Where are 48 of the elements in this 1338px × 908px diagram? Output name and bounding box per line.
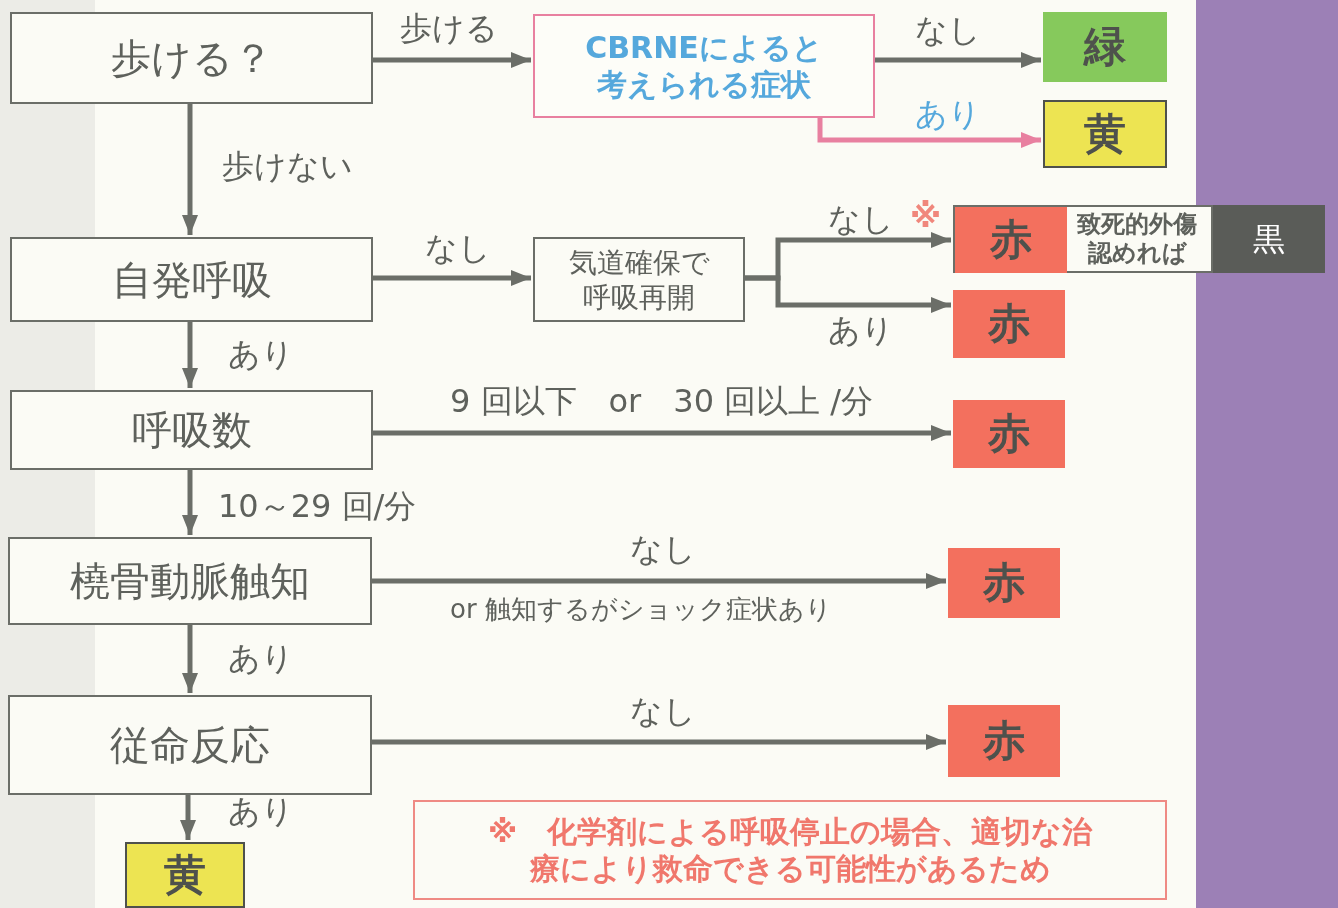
arrow bbox=[182, 470, 198, 535]
question-box: 呼吸数 bbox=[10, 390, 373, 470]
arrow bbox=[372, 573, 946, 589]
edge-label: 10～29 回/分 bbox=[218, 490, 417, 522]
triage-tag: 黄 bbox=[125, 842, 245, 908]
edge-label: あり bbox=[228, 795, 294, 827]
arrow bbox=[745, 275, 951, 313]
triage-tag: 赤 bbox=[948, 548, 1060, 618]
edge-label: あり bbox=[828, 314, 894, 346]
question-box: 橈骨動脈触知 bbox=[8, 537, 372, 625]
process-box: 気道確保で呼吸再開 bbox=[533, 237, 745, 322]
question-box: 従命反応 bbox=[8, 695, 372, 795]
triage-tag: 赤 bbox=[953, 400, 1065, 468]
edge-label: なし bbox=[425, 232, 491, 264]
triage-tag: 赤 bbox=[953, 290, 1065, 358]
note-box: ※ 化学剤による呼吸停止の場合、適切な治療により救命できる可能性があるため bbox=[413, 800, 1167, 900]
edge-label: なし bbox=[828, 203, 894, 235]
arrow bbox=[182, 625, 198, 693]
result-frame bbox=[953, 205, 1213, 273]
edge-label: あり bbox=[228, 642, 294, 674]
arrow bbox=[372, 734, 946, 750]
arrow bbox=[180, 795, 196, 840]
edge-label: 9 回以下 or 30 回以上 /分 bbox=[450, 385, 874, 417]
edge-label: あり bbox=[915, 98, 981, 130]
edge-label: なし bbox=[630, 533, 696, 565]
arrow bbox=[373, 270, 531, 286]
edge-label: 歩ける bbox=[400, 12, 498, 44]
arrow bbox=[182, 104, 198, 235]
triage-tag: 黒 bbox=[1213, 205, 1325, 273]
triage-tag: 赤 bbox=[948, 705, 1060, 777]
edge-label: 歩けない bbox=[222, 150, 353, 182]
triage-tag: 黄 bbox=[1043, 100, 1167, 168]
arrow bbox=[182, 322, 198, 388]
arrow bbox=[817, 118, 1041, 148]
question-box: 自発呼吸 bbox=[10, 237, 373, 322]
edge-label: なし bbox=[630, 695, 696, 727]
triage-tag: 緑 bbox=[1043, 12, 1167, 82]
question-box: CBRNEによると考えられる症状 bbox=[533, 14, 875, 118]
condition-text: 致死的外傷認めれば bbox=[1076, 210, 1198, 268]
arrow bbox=[373, 52, 531, 68]
arrow bbox=[373, 425, 951, 441]
question-box: 歩ける？ bbox=[10, 12, 373, 104]
arrow bbox=[875, 52, 1041, 68]
edge-label: あり bbox=[228, 338, 294, 370]
footnote-mark: ※ bbox=[910, 200, 942, 232]
triage-tag: 赤 bbox=[955, 207, 1067, 273]
edge-label: なし bbox=[915, 14, 981, 46]
condition-text: or 触知するがショック症状あり bbox=[450, 596, 832, 622]
